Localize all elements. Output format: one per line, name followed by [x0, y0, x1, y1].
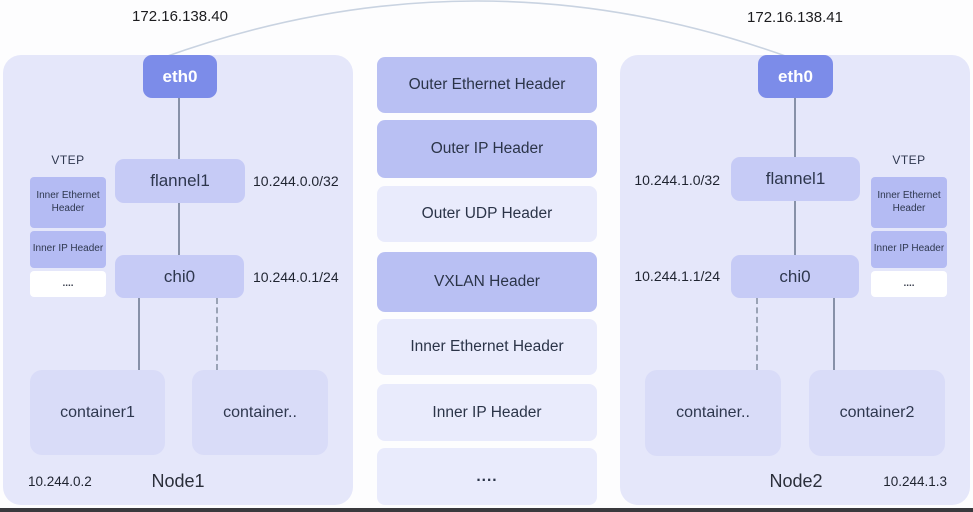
node1-bridge-cidr: 10.244.0.1/24	[253, 269, 339, 285]
packet-inner-ip-header: Inner IP Header	[377, 384, 597, 441]
node2-host-ip: 172.16.138.41	[747, 9, 843, 26]
packet-outer-ip-header: Outer IP Header	[377, 120, 597, 178]
node1-host-ip: 172.16.138.40	[132, 8, 228, 25]
packet-vxlan-header: VXLAN Header	[377, 252, 597, 312]
node2-line-eth0-flannel1	[794, 97, 796, 157]
node1-line-bridge-container-dashed	[216, 298, 218, 370]
node1-vtep-label: VTEP	[51, 153, 85, 167]
packet-ellipsis: ....	[377, 448, 597, 505]
node2-container-ip: 10.244.1.3	[883, 474, 947, 489]
node2-vtep-ellipsis: ....	[871, 271, 947, 297]
node1-flannel1-cidr: 10.244.0.0/32	[253, 173, 339, 189]
node2-container2-box: container2	[809, 370, 945, 456]
node1-container-ip: 10.244.0.2	[28, 474, 92, 489]
node1-title: Node1	[151, 471, 205, 491]
node1-container-other-box: container..	[192, 370, 328, 455]
node2-line-bridge-container-dashed	[756, 298, 758, 370]
node1-line-flannel1-bridge	[178, 203, 180, 255]
node2-eth0-box: eth0	[758, 55, 833, 98]
node1-line-bridge-container1	[138, 298, 140, 370]
packet-outer-ethernet-header: Outer Ethernet Header	[377, 57, 597, 113]
node2-line-bridge-container2	[833, 298, 835, 370]
node2-vtep-label: VTEP	[892, 153, 926, 167]
node2-bridge-box: chi0	[731, 255, 859, 298]
node2-vtep-inner-ip-header: Inner IP Header	[871, 231, 947, 268]
packet-outer-udp-header: Outer UDP Header	[377, 186, 597, 242]
node2-title: Node2	[769, 471, 823, 491]
node2-line-flannel1-bridge	[794, 201, 796, 255]
node1-vtep-inner-ethernet-header: Inner Ethernet Header	[30, 177, 106, 228]
node1-eth0-box: eth0	[143, 55, 217, 98]
node1-bridge-box: chi0	[115, 255, 244, 298]
node1-flannel1-box: flannel1	[115, 159, 245, 203]
packet-inner-ethernet-header: Inner Ethernet Header	[377, 319, 597, 375]
node1-container1-box: container1	[30, 370, 165, 455]
node2-container-other-box: container..	[645, 370, 781, 456]
node1-vtep-inner-ip-header: Inner IP Header	[30, 231, 106, 268]
node-link-arc	[161, 0, 792, 59]
node1-vtep-ellipsis: ....	[30, 271, 106, 297]
node2-vtep-inner-ethernet-header: Inner Ethernet Header	[871, 177, 947, 228]
node1-line-eth0-flannel1	[178, 97, 180, 159]
node2-bridge-cidr: 10.244.1.1/24	[634, 268, 720, 284]
node2-flannel1-box: flannel1	[731, 157, 860, 201]
node2-flannel1-cidr: 10.244.1.0/32	[634, 172, 720, 188]
bottom-edge-bar	[0, 508, 973, 512]
